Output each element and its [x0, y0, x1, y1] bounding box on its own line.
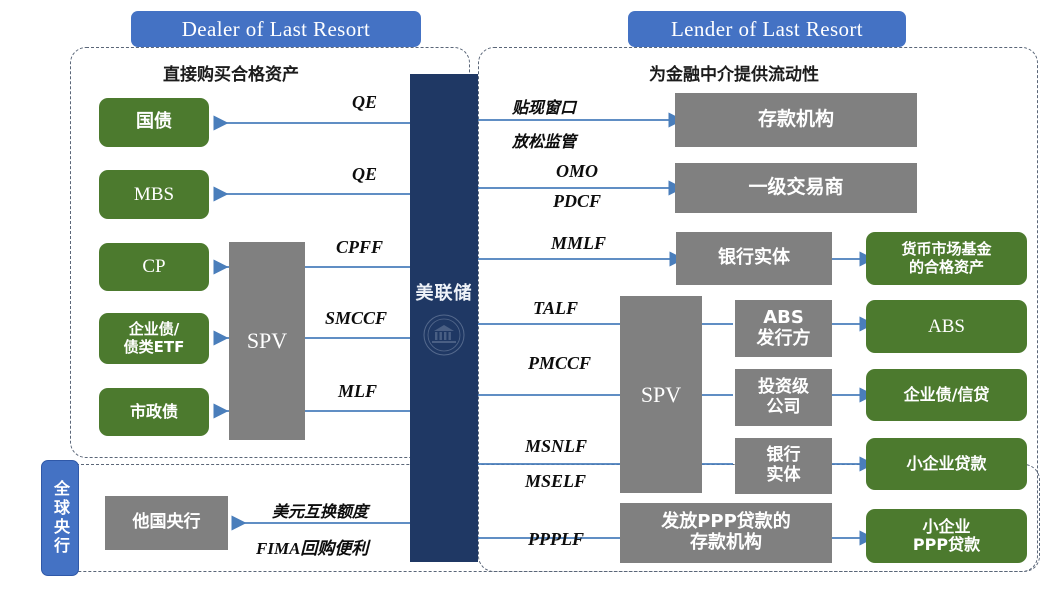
badge-global-central-banks: 全球央行	[41, 460, 79, 576]
output-node-mmf-eligible-assets: 货币市场基金 的合格资产	[866, 232, 1027, 285]
flow-label-cpff: CPFF	[336, 237, 384, 257]
output-node-small-business-loans: 小企业贷款	[866, 438, 1027, 490]
flow-label-mself: MSELF	[525, 471, 587, 491]
federal-reserve-seal-icon	[423, 314, 465, 356]
asset-node-treasuries: 国债	[99, 98, 209, 147]
federal-reserve-label: 美联储	[415, 283, 473, 304]
asset-node-mbs: MBS	[99, 170, 209, 219]
flow-label-ppplf: PPPLF	[528, 529, 584, 549]
flow-label-mlf: MLF	[338, 381, 378, 401]
caption-direct-asset-purchase: 直接购买合格资产	[163, 65, 299, 85]
asset-node-municipal-bond: 市政债	[99, 388, 209, 436]
flow-label-smccf: SMCCF	[325, 308, 388, 328]
intermediary-node-abs-issuer: ABS 发行方	[735, 300, 832, 357]
flow-label-talf: TALF	[533, 298, 579, 318]
output-node-small-business-ppp-loans: 小企业 PPP贷款	[866, 509, 1027, 563]
flow-label-omo: OMO	[556, 161, 599, 181]
output-node-abs: ABS	[866, 300, 1027, 353]
global-node-foreign-central-banks: 他国央行	[105, 496, 228, 550]
flow-label-discount-window: 贴现窗口	[512, 98, 577, 117]
intermediary-node-primary-dealers: 一级交易商	[675, 163, 917, 213]
header-dealer-of-last-resort: Dealer of Last Resort	[131, 11, 421, 47]
flow-label-usd-swap-lines: 美元互换额度	[272, 502, 369, 521]
asset-node-corporate-bond-etf: 企业债/ 债类ETF	[99, 313, 209, 364]
intermediary-node-ppp-lending-depository: 发放PPP贷款的 存款机构	[620, 503, 832, 563]
flow-label-pmccf: PMCCF	[528, 353, 592, 373]
spv-node-right: SPV	[620, 296, 702, 493]
caption-liquidity-to-intermediaries: 为金融中介提供流动性	[649, 65, 819, 85]
header-lender-of-last-resort: Lender of Last Resort	[628, 11, 906, 47]
intermediary-node-bank-entities-mslp: 银行 实体	[735, 438, 832, 494]
flow-label-qe-treasuries: QE	[352, 92, 378, 112]
intermediary-node-investment-grade-company: 投资级 公司	[735, 369, 832, 426]
flow-label-mmlf: MMLF	[551, 233, 607, 253]
flow-label-pdcf: PDCF	[553, 191, 602, 211]
flow-label-fima-repo: FIMA回购便利	[256, 539, 369, 558]
flow-label-msnlf: MSNLF	[525, 436, 588, 456]
flow-label-qe-mbs: QE	[352, 164, 378, 184]
output-node-corporate-bond-credit: 企业债/信贷	[866, 369, 1027, 421]
intermediary-node-bank-entities-mmlf: 银行实体	[676, 232, 832, 285]
federal-reserve-node: 美联储	[410, 74, 478, 562]
asset-node-cp: CP	[99, 243, 209, 291]
flow-label-regulatory-easing: 放松监管	[512, 132, 577, 151]
spv-node-left: SPV	[229, 242, 305, 440]
intermediary-node-depository-institutions: 存款机构	[675, 93, 917, 147]
